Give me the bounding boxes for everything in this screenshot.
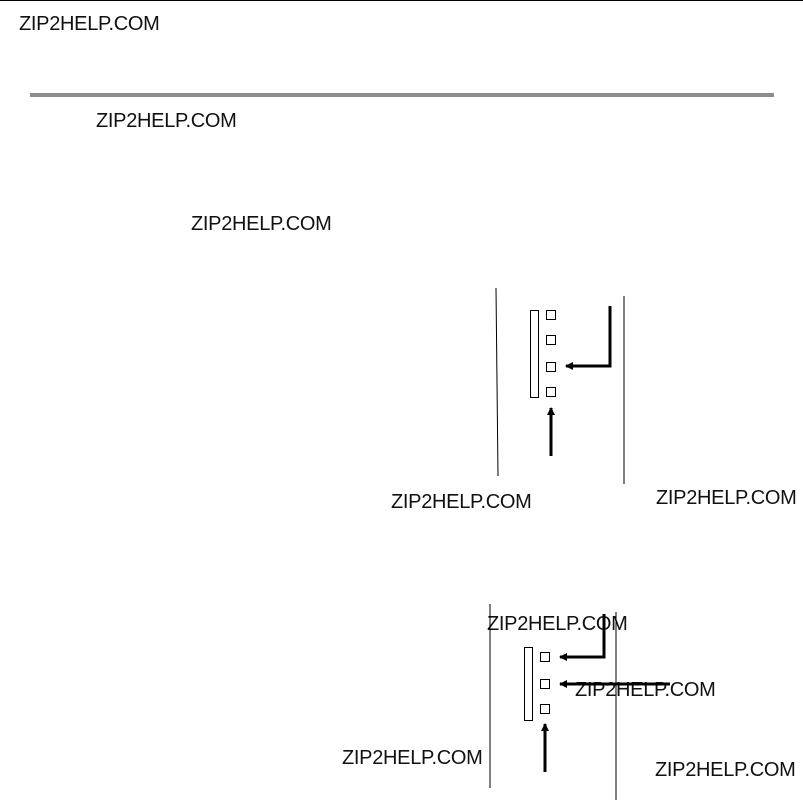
connector-body — [524, 647, 533, 721]
port-square-icon — [546, 310, 556, 320]
port-square-icon — [540, 679, 550, 689]
port-square-icon — [546, 387, 556, 397]
port-square-icon — [540, 652, 550, 662]
port-square-icon — [546, 362, 556, 372]
panel-edge-left — [495, 287, 499, 477]
connector-diagram-2 — [489, 604, 670, 800]
arrow-left-icon — [565, 306, 612, 370]
page-top-border — [0, 0, 803, 1]
connector-diagram-1 — [495, 287, 625, 484]
watermark-text: ZIP2HELP.COM — [656, 487, 797, 509]
arrow-left-icon — [559, 614, 606, 661]
watermark-text: ZIP2HELP.COM — [391, 491, 532, 513]
watermark-text: ZIP2HELP.COM — [96, 110, 237, 132]
watermark-text: ZIP2HELP.COM — [191, 213, 332, 235]
connector-body — [530, 310, 539, 398]
port-square-icon — [540, 704, 550, 714]
watermark-text: ZIP2HELP.COM — [342, 747, 483, 769]
watermark-text: ZIP2HELP.COM — [19, 13, 160, 35]
header-divider — [30, 93, 774, 97]
port-square-icon — [546, 335, 556, 345]
watermark-text: ZIP2HELP.COM — [487, 613, 628, 635]
watermark-text: ZIP2HELP.COM — [655, 759, 796, 781]
